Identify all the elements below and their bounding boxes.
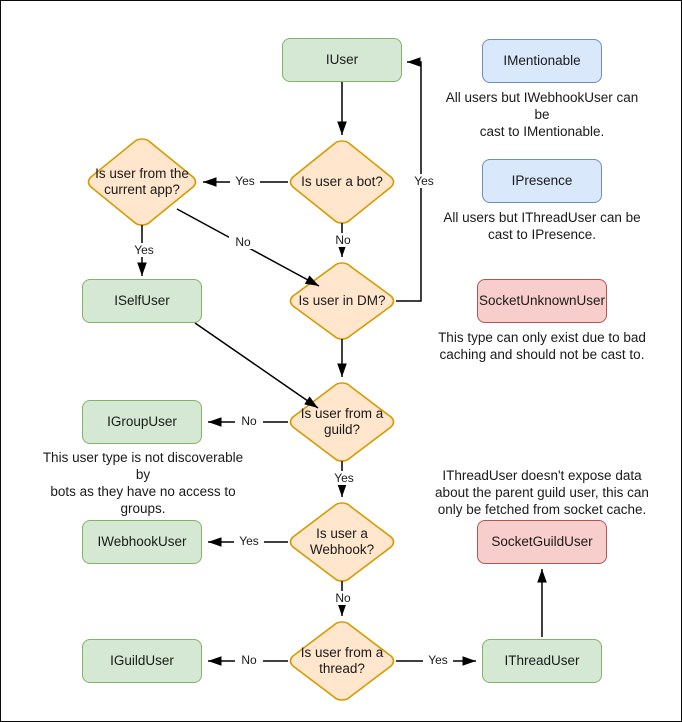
edge-label-from-thread-yes: Yes	[423, 653, 453, 667]
caption-imentionable: All users but IWebhookUser can be cast t…	[437, 89, 647, 140]
decision-from-current-app-shape	[87, 138, 197, 226]
node-socketunknownuser-label: SocketUnknownUser	[478, 293, 606, 308]
decision-is-webhook-shape	[289, 502, 395, 582]
node-socketguilduser-label: SocketGuildUser	[491, 534, 593, 549]
caption-igroupuser-line2: bots as they have no access to	[50, 484, 236, 499]
caption-imentionable-line1: All users but IWebhookUser can be	[445, 90, 639, 122]
node-iguilduser-label: IGuildUser	[110, 653, 174, 668]
node-ithreaduser-label: IThreadUser	[504, 653, 580, 668]
node-ipresence[interactable]: IPresence	[482, 159, 602, 203]
node-iwebhookuser-label: IWebhookUser	[97, 534, 187, 549]
caption-igroupuser: This user type is not discoverable by bo…	[37, 449, 249, 517]
edge-label-is-bot-yes: Yes	[230, 174, 260, 188]
caption-socketunknownuser-line2: caching and should not be cast to.	[439, 347, 645, 362]
caption-ithreaduser-line3: only be fetched from socket cache.	[437, 502, 647, 517]
node-ithreaduser[interactable]: IThreadUser	[482, 639, 602, 683]
edge-label-is-webhook-no: No	[329, 591, 357, 605]
caption-ithreaduser-line2: about the parent guild user, this can	[435, 485, 649, 500]
caption-igroupuser-line3: groups.	[120, 501, 166, 516]
node-iguilduser[interactable]: IGuildUser	[82, 639, 202, 683]
caption-ithreaduser: IThreadUser doesn't expose data about th…	[433, 467, 651, 518]
node-iselfuser[interactable]: ISelfUser	[82, 279, 202, 323]
caption-ipresence: All users but IThreadUser can be cast to…	[437, 209, 647, 243]
node-imentionable[interactable]: IMentionable	[482, 39, 602, 83]
node-socketguilduser[interactable]: SocketGuildUser	[477, 520, 607, 564]
caption-imentionable-line2: cast to IMentionable.	[479, 124, 605, 139]
edge-iselfuser-to-from-guild	[194, 322, 319, 409]
edge-label-is-webhook-yes: Yes	[234, 534, 264, 548]
caption-ithreaduser-line1: IThreadUser doesn't expose data	[442, 468, 642, 483]
edge-label-from-thread-no: No	[235, 653, 263, 667]
node-imentionable-label: IMentionable	[503, 53, 581, 68]
node-iwebhookuser[interactable]: IWebhookUser	[82, 520, 202, 564]
node-iselfuser-label: ISelfUser	[114, 293, 170, 308]
node-ipresence-label: IPresence	[511, 173, 573, 188]
caption-socketunknownuser: This type can only exist due to bad cach…	[437, 329, 647, 363]
edge-label-is-bot-no: No	[329, 233, 357, 247]
node-socketunknownuser[interactable]: SocketUnknownUser	[477, 279, 607, 323]
decision-from-guild-shape	[289, 382, 395, 462]
caption-ipresence-line1: All users but IThreadUser can be	[443, 210, 641, 225]
edge-label-from-guild-yes: Yes	[329, 471, 359, 485]
caption-socketunknownuser-line1: This type can only exist due to bad	[438, 330, 646, 345]
edge-label-current-app-no: No	[229, 235, 257, 249]
edge-label-from-guild-no: No	[235, 414, 263, 428]
decision-from-thread-shape	[289, 621, 395, 701]
caption-igroupuser-line1: This user type is not discoverable by	[42, 450, 244, 482]
decision-is-bot-shape	[289, 140, 395, 224]
node-iuser-label: IUser	[325, 52, 359, 67]
node-igroupuser-label: IGroupUser	[107, 414, 177, 429]
edge-label-current-app-yes: Yes	[129, 243, 159, 257]
edge-label-in-dm-yes: Yes	[409, 174, 439, 188]
decision-in-dm-shape	[289, 262, 395, 340]
node-iuser[interactable]: IUser	[282, 38, 402, 82]
node-igroupuser[interactable]: IGroupUser	[82, 400, 202, 444]
caption-ipresence-line2: cast to IPresence.	[487, 227, 597, 242]
